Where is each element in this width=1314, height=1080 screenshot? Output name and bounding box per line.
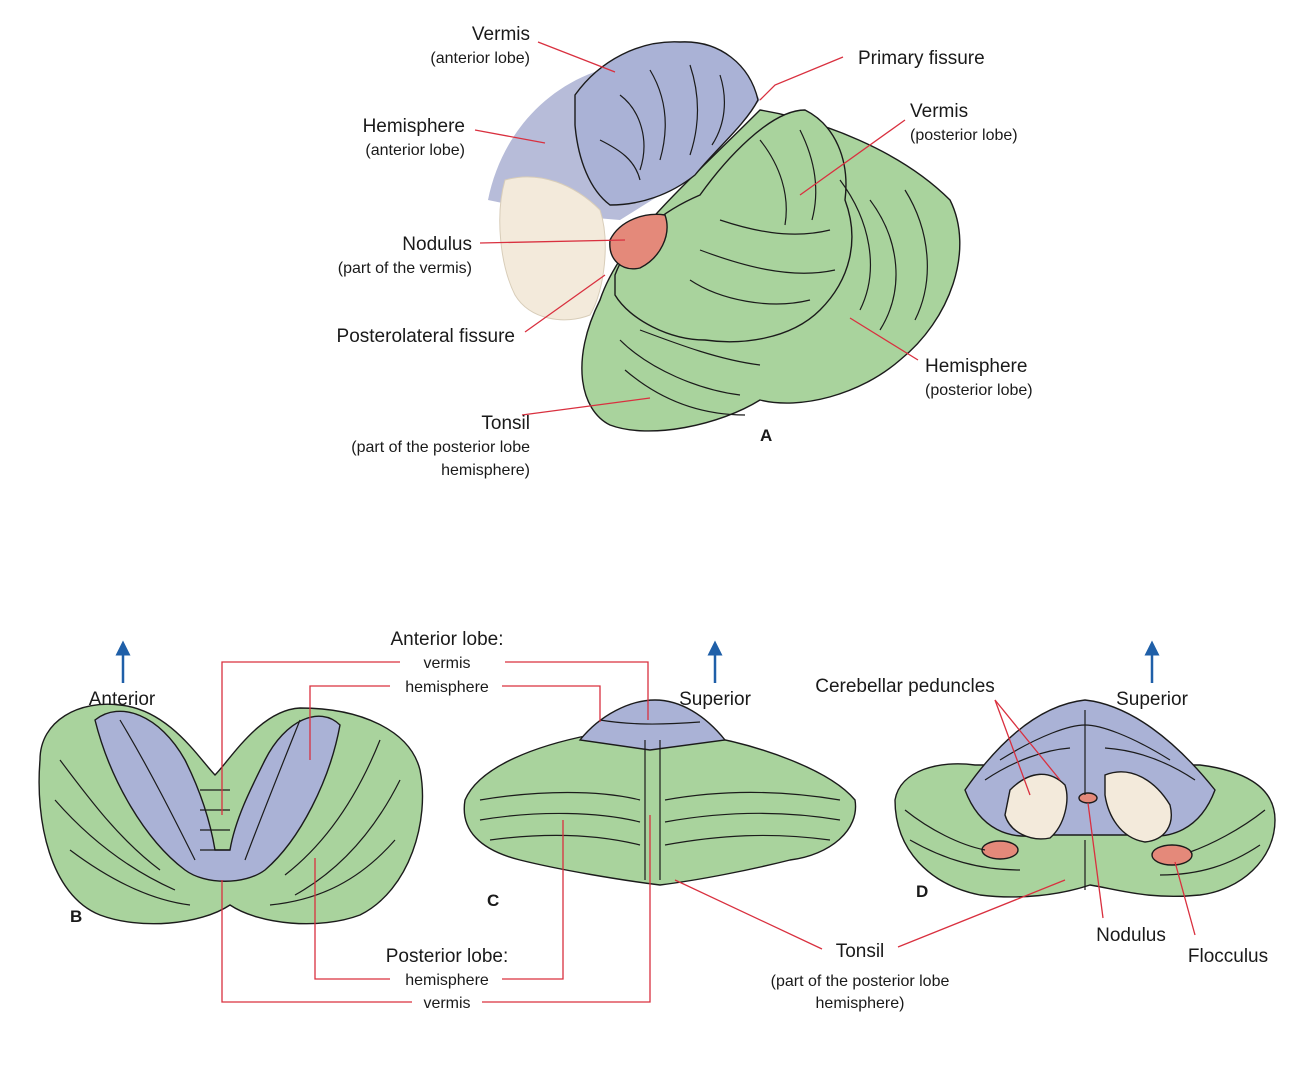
panel-d-nodulus: [1078, 792, 1098, 804]
label-nodulus: Nodulus: [402, 234, 472, 255]
panel-d-peduncle-right: [1104, 771, 1172, 843]
label-nodulus-sub: (part of the vermis): [338, 260, 472, 277]
folia-lines: [599, 64, 928, 416]
panel-d-flocculus-right: [1151, 844, 1193, 866]
label-anterior-lobe: Anterior lobe:: [390, 629, 503, 650]
panel-b-folia: [54, 719, 401, 906]
panel-d: [894, 699, 1276, 898]
panel-a: [488, 41, 961, 432]
label-anterior-direction: Anterior: [89, 689, 156, 710]
label-primary-fissure: Primary fissure: [858, 48, 985, 69]
leader-lines: [221, 41, 1196, 1003]
panel-b-anterior-region: [94, 710, 341, 882]
label-posterolateral-fissure: Posterolateral fissure: [337, 326, 515, 347]
panel-c-folia: [479, 719, 841, 880]
label-tonsil-a-sub1: (part of the posterior lobe: [351, 439, 530, 456]
label-hemisphere-anterior: Hemisphere: [363, 116, 465, 137]
label-vermis-anterior: Vermis: [472, 24, 530, 45]
label-vermis-anterior-sub: (anterior lobe): [430, 50, 530, 67]
label-tonsil-cd-sub2: hemisphere): [816, 995, 905, 1012]
anterior-vermis-region: [574, 41, 759, 206]
label-hemisphere-posterior: Hemisphere: [925, 356, 1027, 377]
label-tonsil-a-sub2: hemisphere): [441, 462, 530, 479]
label-superior-direction-d: Superior: [1116, 689, 1188, 710]
panel-c-anterior-region: [578, 699, 727, 751]
label-vermis-posterior-sub: (posterior lobe): [910, 127, 1018, 144]
labels: Vermis (anterior lobe) Hemisphere (anter…: [70, 24, 1268, 1012]
label-anterior-hemisphere: hemisphere: [405, 679, 489, 696]
label-tonsil-cd-sub1: (part of the posterior lobe: [771, 973, 950, 990]
posterior-vermis-region: [614, 109, 853, 343]
label-nodulus-d: Nodulus: [1096, 925, 1166, 946]
label-posterior-hemisphere: hemisphere: [405, 972, 489, 989]
panel-b-posterior-region: [38, 703, 424, 925]
label-vermis-posterior: Vermis: [910, 101, 968, 122]
label-cerebellar-peduncles: Cerebellar peduncles: [815, 676, 995, 697]
label-anterior-vermis: vermis: [423, 655, 470, 672]
label-hemisphere-anterior-sub: (anterior lobe): [365, 142, 465, 159]
panel-d-letter: D: [916, 882, 928, 901]
label-superior-direction-c: Superior: [679, 689, 751, 710]
panel-c-letter: C: [487, 891, 499, 910]
label-posterior-lobe: Posterior lobe:: [386, 946, 509, 967]
label-posterior-vermis: vermis: [423, 995, 470, 1012]
label-flocculus: Flocculus: [1188, 946, 1268, 967]
panel-d-folia: [904, 710, 1266, 890]
label-tonsil-a: Tonsil: [481, 413, 530, 434]
nodulus-region: [609, 213, 668, 270]
panel-d-flocculus-left: [981, 840, 1019, 860]
panel-b: [38, 703, 424, 925]
panel-b-letter: B: [70, 907, 82, 926]
panel-a-letter: A: [760, 426, 772, 445]
panel-c: [463, 699, 857, 886]
white-matter-region: [499, 176, 606, 321]
label-tonsil-cd: Tonsil: [836, 941, 885, 962]
label-hemisphere-posterior-sub: (posterior lobe): [925, 382, 1033, 399]
panel-d-peduncle-left: [1004, 773, 1068, 840]
